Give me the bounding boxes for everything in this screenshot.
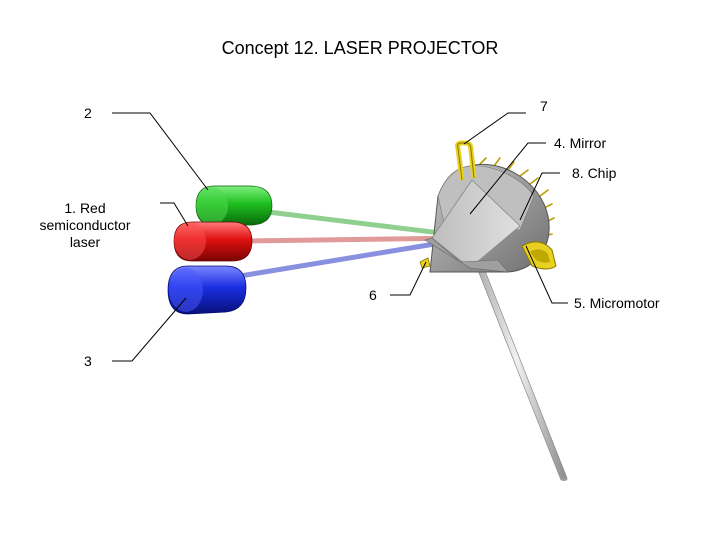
- label-green-laser: 2: [84, 105, 92, 121]
- leader-1: [160, 202, 189, 227]
- leader-lines: [112, 112, 568, 362]
- label-chip: 8. Chip: [572, 165, 617, 181]
- label-micromotor: 5. Micromotor: [574, 295, 660, 311]
- laser-beams: [237, 209, 468, 279]
- leader-3: [112, 297, 187, 362]
- micromotor-assembly: [419, 140, 557, 273]
- leader-5: [525, 245, 568, 304]
- green-beam: [265, 209, 468, 239]
- leader-7: [463, 112, 526, 145]
- mirror: [431, 179, 521, 269]
- label-blue-laser: 3: [84, 353, 92, 369]
- label-red-laser-line3: laser: [69, 234, 101, 250]
- label-red-laser: 1. Red semiconductor laser: [30, 200, 140, 251]
- label-base: 6: [369, 287, 377, 303]
- leader-2: [112, 112, 209, 191]
- blue-beam: [237, 236, 468, 279]
- red-beam: [245, 235, 468, 244]
- leader-4-mirror: [469, 142, 546, 215]
- label-red-laser-line2: semiconductor: [39, 217, 131, 233]
- label-pivot: 7: [540, 98, 548, 114]
- leader-8-chip: [519, 172, 560, 221]
- label-mirror: 4. Mirror: [554, 135, 607, 151]
- green-laser: [195, 185, 273, 226]
- output-rod: [465, 237, 568, 481]
- diagram-title: Concept 12. LASER PROJECTOR: [221, 38, 499, 58]
- blue-laser: [167, 265, 247, 315]
- base-block: [424, 237, 509, 273]
- leader-6: [390, 261, 427, 296]
- red-laser: [173, 221, 253, 262]
- label-red-laser-line1: 1. Red: [64, 200, 106, 216]
